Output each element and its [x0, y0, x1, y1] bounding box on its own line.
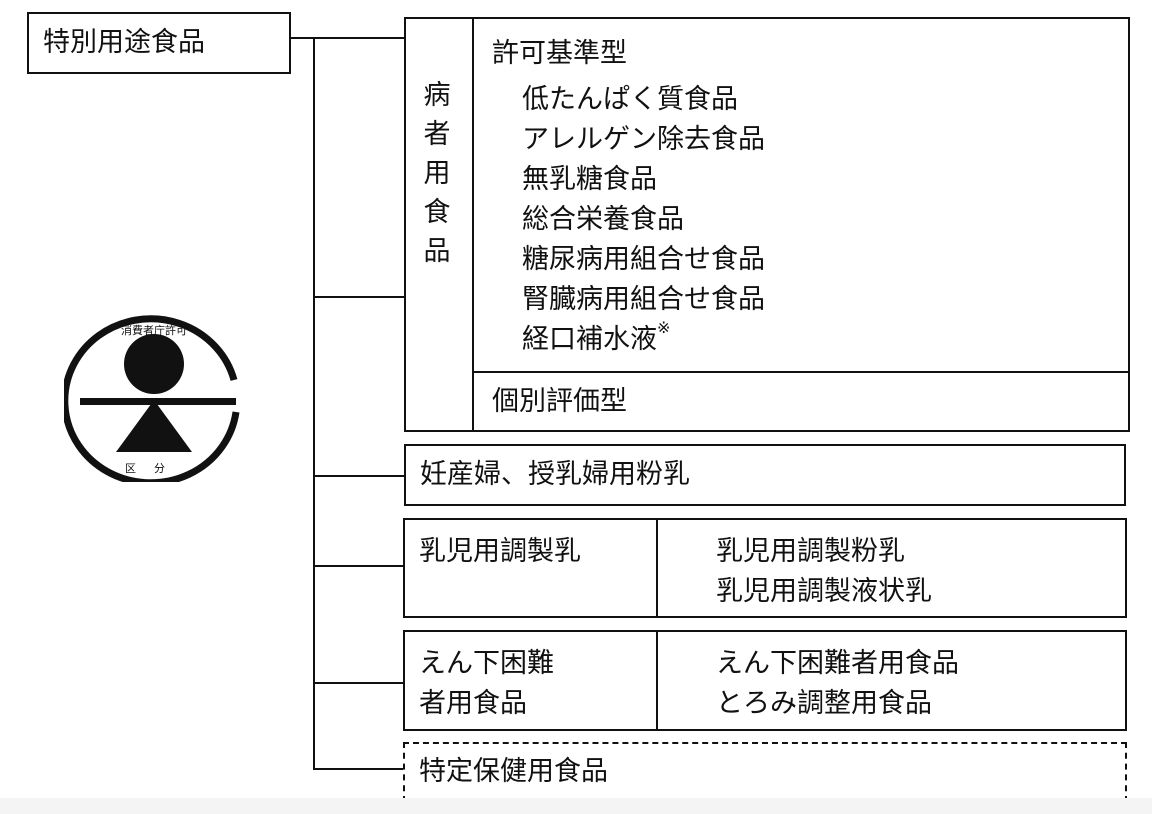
approval-item: 無乳糖食品 [522, 164, 657, 195]
logo-body [116, 400, 192, 452]
dysphagia-divider [656, 632, 658, 729]
infant-formula-box: 乳児用調製乳 乳児用調製粉乳 乳児用調製液状乳 [403, 518, 1127, 618]
specified-health-label: 特定保健用食品 [419, 756, 608, 787]
logo-bottom-text: 区分 [125, 462, 183, 475]
approval-item-with-note: 経口補水液※ [522, 320, 765, 360]
approval-item: 糖尿病用組合せ食品 [522, 244, 765, 275]
approval-standard-list: 低たんぱく質食品 アレルゲン除去食品 無乳糖食品 総合栄養食品 糖尿病用組合せ食… [522, 80, 765, 360]
dysphagia-item: とろみ調整用食品 [716, 688, 932, 719]
logo-top-text: 消費者庁許可 [121, 323, 187, 337]
branch-patient-foods [313, 296, 405, 298]
infant-formula-item: 乳児用調製粉乳 [716, 536, 905, 567]
main-trunk-line [313, 37, 315, 769]
infant-formula-divider [656, 520, 658, 616]
approval-item: 低たんぱく質食品 [522, 84, 738, 115]
approval-item: アレルゲン除去食品 [522, 124, 765, 155]
dysphagia-box: えん下困難 者用食品 えん下困難者用食品 とろみ調整用食品 [403, 630, 1127, 731]
branch-dysphagia [313, 682, 404, 684]
approval-item: 経口補水液 [522, 324, 657, 355]
permission-mark-logo: 消費者庁許可 区分 [64, 315, 240, 482]
individual-evaluation-label: 個別評価型 [492, 386, 627, 417]
approval-standard-title: 許可基準型 [492, 38, 627, 69]
patient-foods-box: 病者用食品 [404, 17, 1130, 432]
root-category-box: 特別用途食品 [27, 12, 291, 74]
infant-formula-item: 乳児用調製液状乳 [716, 576, 932, 607]
root-category-label: 特別用途食品 [43, 27, 205, 58]
approval-item: 総合栄養食品 [522, 204, 684, 235]
branch-specified-health [313, 768, 404, 770]
specified-health-box: 特定保健用食品 [403, 742, 1127, 802]
dysphagia-label-line2: 者用食品 [419, 688, 527, 719]
patient-foods-label: 病者用食品 [423, 80, 451, 267]
branch-maternal [313, 475, 404, 477]
dysphagia-item: えん下困難者用食品 [716, 648, 959, 679]
maternal-box: 妊産婦、授乳婦用粉乳 [404, 444, 1126, 506]
logo-head [124, 334, 184, 394]
root-connector [291, 37, 407, 39]
patient-foods-divider [472, 17, 474, 432]
infant-formula-label: 乳児用調製乳 [419, 536, 581, 567]
branch-infant-formula [313, 565, 404, 567]
logo-arms [80, 398, 236, 405]
patient-foods-inner-divider [472, 371, 1130, 373]
maternal-label: 妊産婦、授乳婦用粉乳 [420, 459, 690, 490]
logo-outer-ring [64, 315, 240, 482]
approval-item: 腎臓病用組合せ食品 [522, 284, 765, 315]
dysphagia-label-line1: えん下困難 [419, 648, 554, 679]
footnote-mark: ※ [657, 318, 671, 337]
bottom-band [0, 798, 1152, 814]
